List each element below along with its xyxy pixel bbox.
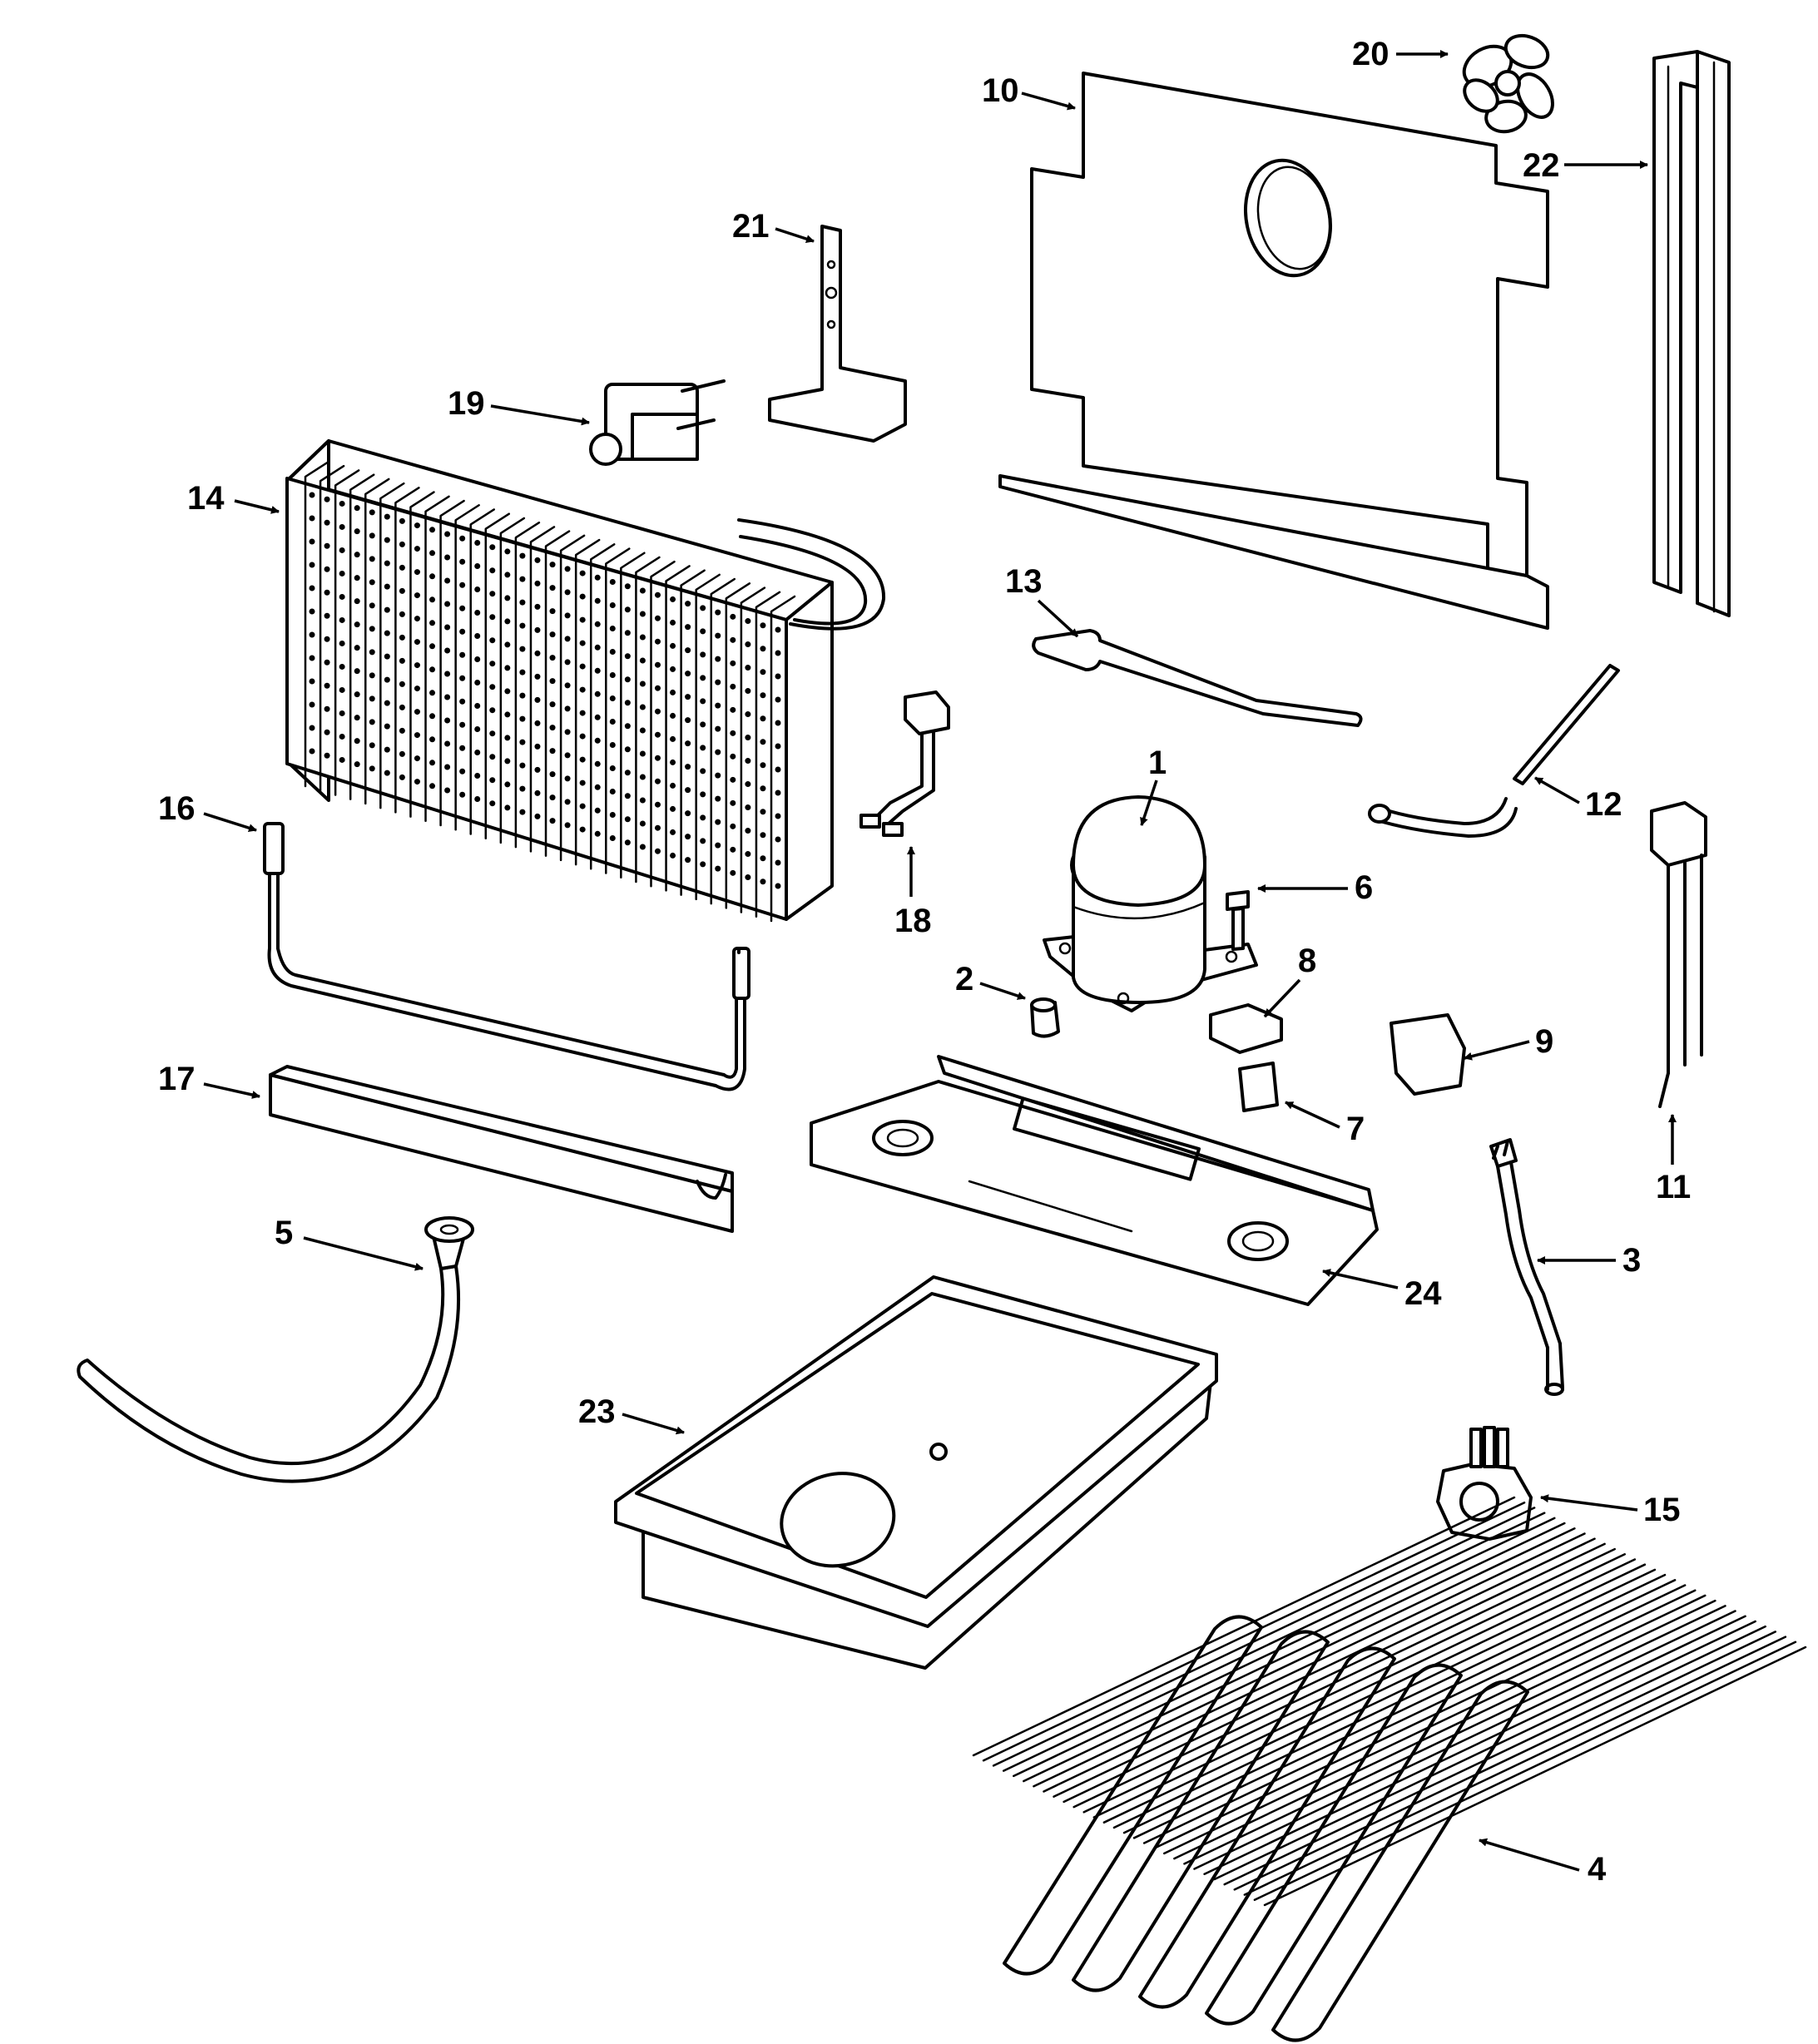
callout-24: 24 xyxy=(1404,1275,1442,1312)
compressor-part xyxy=(1043,795,1258,1012)
callout-14: 14 xyxy=(187,480,225,517)
callout-21: 21 xyxy=(732,208,770,245)
callout-3: 3 xyxy=(1622,1242,1641,1279)
drain-hose-part xyxy=(77,1216,474,1483)
wire-harness-part xyxy=(859,690,950,837)
drier-part xyxy=(1032,629,1363,727)
bracket-part xyxy=(768,225,907,443)
callout-23: 23 xyxy=(578,1393,616,1430)
callout-7: 7 xyxy=(1346,1111,1365,1147)
grommet-part xyxy=(1030,997,1060,1038)
callout-1: 1 xyxy=(1148,745,1167,781)
callout-8: 8 xyxy=(1298,943,1316,979)
callout-5: 5 xyxy=(275,1215,293,1251)
condenser-part xyxy=(285,439,886,923)
mount-screw-part xyxy=(1226,890,1250,951)
callout-11: 11 xyxy=(1656,1169,1691,1205)
drain-pan-part xyxy=(614,1275,1218,1670)
callout-20: 20 xyxy=(1352,36,1390,72)
solenoid-valve-part xyxy=(589,379,726,466)
callout-22: 22 xyxy=(1523,147,1560,184)
callout-13: 13 xyxy=(1005,563,1043,600)
switch-with-leads-part xyxy=(1650,801,1707,1108)
callout-18: 18 xyxy=(894,903,932,939)
starter-part xyxy=(1390,1013,1466,1096)
condenser-grid-coil-part xyxy=(972,1496,1807,2042)
drain-trough-part xyxy=(269,1065,734,1233)
drain-tube-part xyxy=(263,822,750,1091)
tubing-part xyxy=(1368,664,1620,838)
callout-2: 2 xyxy=(955,961,973,997)
base-plate-part xyxy=(810,1055,1379,1306)
callout-12: 12 xyxy=(1585,786,1622,823)
callout-labels: 1 2 3 4 5 6 7 8 9 10 11 12 13 14 15 16 1 xyxy=(158,36,1691,1888)
fan-blade-part xyxy=(1462,33,1554,134)
callout-10: 10 xyxy=(982,72,1019,109)
callout-15: 15 xyxy=(1643,1492,1681,1528)
rear-panel-part xyxy=(998,72,1549,630)
relay-part xyxy=(1209,1003,1283,1054)
overload-part xyxy=(1238,1062,1279,1112)
callout-19: 19 xyxy=(448,385,485,422)
callout-4: 4 xyxy=(1588,1851,1607,1888)
vertical-channel-part xyxy=(1652,50,1731,617)
power-cord-part xyxy=(1489,1138,1564,1396)
callout-16: 16 xyxy=(158,790,196,827)
callout-6: 6 xyxy=(1355,869,1373,906)
callout-17: 17 xyxy=(158,1061,196,1097)
callout-9: 9 xyxy=(1535,1023,1553,1060)
